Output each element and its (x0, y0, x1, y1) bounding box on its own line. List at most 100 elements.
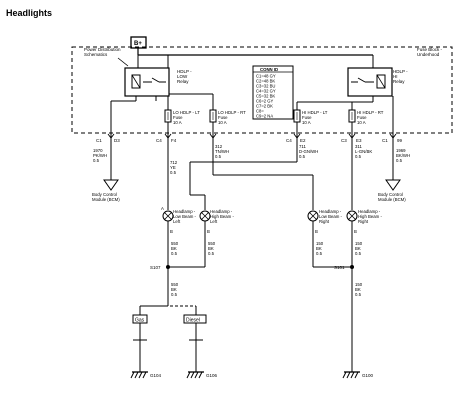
wire-312-1: 312 (215, 144, 223, 149)
wire-550c-1: 550 (171, 282, 179, 287)
wire-712-1: 712 (170, 160, 178, 165)
wire-550b-1: 550 (208, 241, 216, 246)
fuse-lo-hdlp-rt (209, 109, 217, 123)
option-diesel-label: Diesel (186, 318, 200, 324)
conn-item: C2=48 BK (256, 79, 275, 84)
bcm-left-symbol (103, 179, 119, 191)
bcm-left-label-2: Module (BCM) (92, 197, 120, 202)
wire-150a-2: BK (316, 246, 322, 251)
bcm-left-label-1: Body Control (92, 192, 117, 197)
wire-711-2: D-GN/WH (299, 149, 318, 154)
wire-150b-1: 150 (355, 241, 363, 246)
conn-item: C1=48 GY (256, 74, 276, 79)
conn-item: C4=32 GY (256, 89, 276, 94)
diagram-title: Headlights (6, 8, 52, 18)
bcm-right-symbol (385, 179, 401, 191)
conn-item: C6=2 GY (256, 99, 274, 104)
wire-550a-3: 0.5 (171, 251, 178, 256)
lamp-lo-left-2: Low Beam - (173, 214, 196, 219)
wire-150b-2: BK (355, 246, 361, 251)
ground-g100-label: G100 (362, 373, 374, 378)
wire-1970-3: 0.5 (93, 158, 100, 163)
wire-1969-2: BK/WH (396, 153, 410, 158)
headlamp-low-beam-right (307, 210, 319, 222)
bcm-right-label-2: Module (BCM) (378, 197, 406, 202)
lamp-lo-right-2: Low Beam - (319, 214, 342, 219)
wire-150c-1: 150 (355, 282, 363, 287)
conn-c4: C4 (156, 138, 162, 143)
low-relay-label-3: Relay (177, 79, 189, 84)
wire-550c-2: BK (171, 287, 177, 292)
power-distribution-label-1: Power Distribution (84, 47, 121, 52)
wire-312-3: 0.5 (215, 154, 222, 159)
fuse-block-boundary (71, 46, 453, 134)
wire-150b-3: 0.5 (355, 251, 362, 256)
conn-item: C9=2 NA (256, 114, 273, 119)
high-beam-relay (347, 67, 393, 97)
conn-item: C8= (256, 109, 264, 114)
conn-item: C3=32 BU (256, 84, 275, 89)
wire-311-3: 0.5 (355, 154, 362, 159)
conn-c4-right: C4 (286, 138, 292, 143)
low-relay-label-1: HDLP - (177, 69, 192, 74)
lamp-lo-left-1: Headlamp - (173, 209, 196, 214)
option-diesel-box (183, 314, 207, 324)
conn-c1-right: C1 (382, 138, 388, 143)
wire-150c-3: 0.5 (355, 292, 362, 297)
ground-g104-label: G104 (150, 373, 162, 378)
wire-711-1: 711 (299, 144, 306, 149)
lamp-lo-left-3: Left (173, 219, 181, 224)
conn-item: C5=32 BK (256, 94, 275, 99)
fuse-lo-rt-label-2: Fuse (218, 115, 228, 120)
pin-a-label: A (161, 206, 164, 211)
high-relay-label-3: Relay (393, 79, 405, 84)
lamp-hi-left-2: High Beam - (210, 214, 234, 219)
fuse-block-label-1: Fuse Block - (417, 47, 443, 52)
conn-e2: E2 (300, 138, 306, 143)
low-relay-label-2: LOW (177, 74, 188, 79)
wire-150c-2: BK (355, 287, 361, 292)
pin-b-label: B (170, 229, 173, 234)
headlamp-low-beam-left (162, 210, 174, 222)
pin-b-label: B (354, 229, 357, 234)
conn-item: C7=2 BK (256, 104, 273, 109)
fuse-hi-hdlp-lt (293, 109, 301, 123)
lamp-hi-right-1: Headlamp - (358, 209, 381, 214)
fuse-hi-rt-label-3: 10 A (357, 120, 366, 125)
pin-b-label: B (207, 229, 210, 234)
conn-c1-left: C1 (96, 138, 102, 143)
fuse-lo-hdlp-lt (164, 109, 172, 123)
high-relay-label-2: HI (393, 74, 398, 79)
option-gas-label: Gas (135, 318, 145, 324)
fuse-lo-lt-label-1: LO HDLP - LT (173, 110, 200, 115)
headlamp-high-beam-right (346, 210, 358, 222)
wire-1970-1: 1970 (93, 148, 103, 153)
battery-feed-label: B+ (134, 41, 142, 47)
fuse-lo-rt-label-3: 10 A (218, 120, 227, 125)
fuse-hi-rt-label-1: HI HDLP - RT (357, 110, 384, 115)
conn-id-title: CONN ID (260, 67, 278, 72)
wire-550c-3: 0.5 (171, 292, 178, 297)
wire-711-3: 0.5 (299, 154, 306, 159)
lamp-hi-right-2: High Beam - (358, 214, 382, 219)
high-relay-label-1: HDLP - (393, 69, 408, 74)
headlamp-high-beam-left (199, 210, 211, 222)
conn-pin-99: 99 (397, 138, 403, 143)
fuse-hi-lt-label-1: HI HDLP - LT (302, 110, 328, 115)
wire-550a-1: 550 (171, 241, 179, 246)
lamp-hi-left-3: Left (210, 219, 218, 224)
wire-1970-2: PK/WH (93, 153, 107, 158)
lamp-lo-right-1: Headlamp - (319, 209, 342, 214)
ground-g104-symbol (130, 371, 148, 379)
fuse-hi-rt-label-2: Fuse (357, 115, 367, 120)
wire-550b-2: BK (208, 246, 214, 251)
fuse-hi-lt-label-3: 10 A (302, 120, 311, 125)
wire-150a-1: 150 (316, 241, 324, 246)
conn-c3: C3 (341, 138, 347, 143)
wire-311-2: L-GN/BK (355, 149, 372, 154)
lamp-lo-right-3: Right (319, 219, 330, 224)
wire-1969-1: 1969 (396, 148, 406, 153)
wire-1969-3: 0.5 (396, 158, 403, 163)
ground-g100-symbol (342, 371, 360, 379)
